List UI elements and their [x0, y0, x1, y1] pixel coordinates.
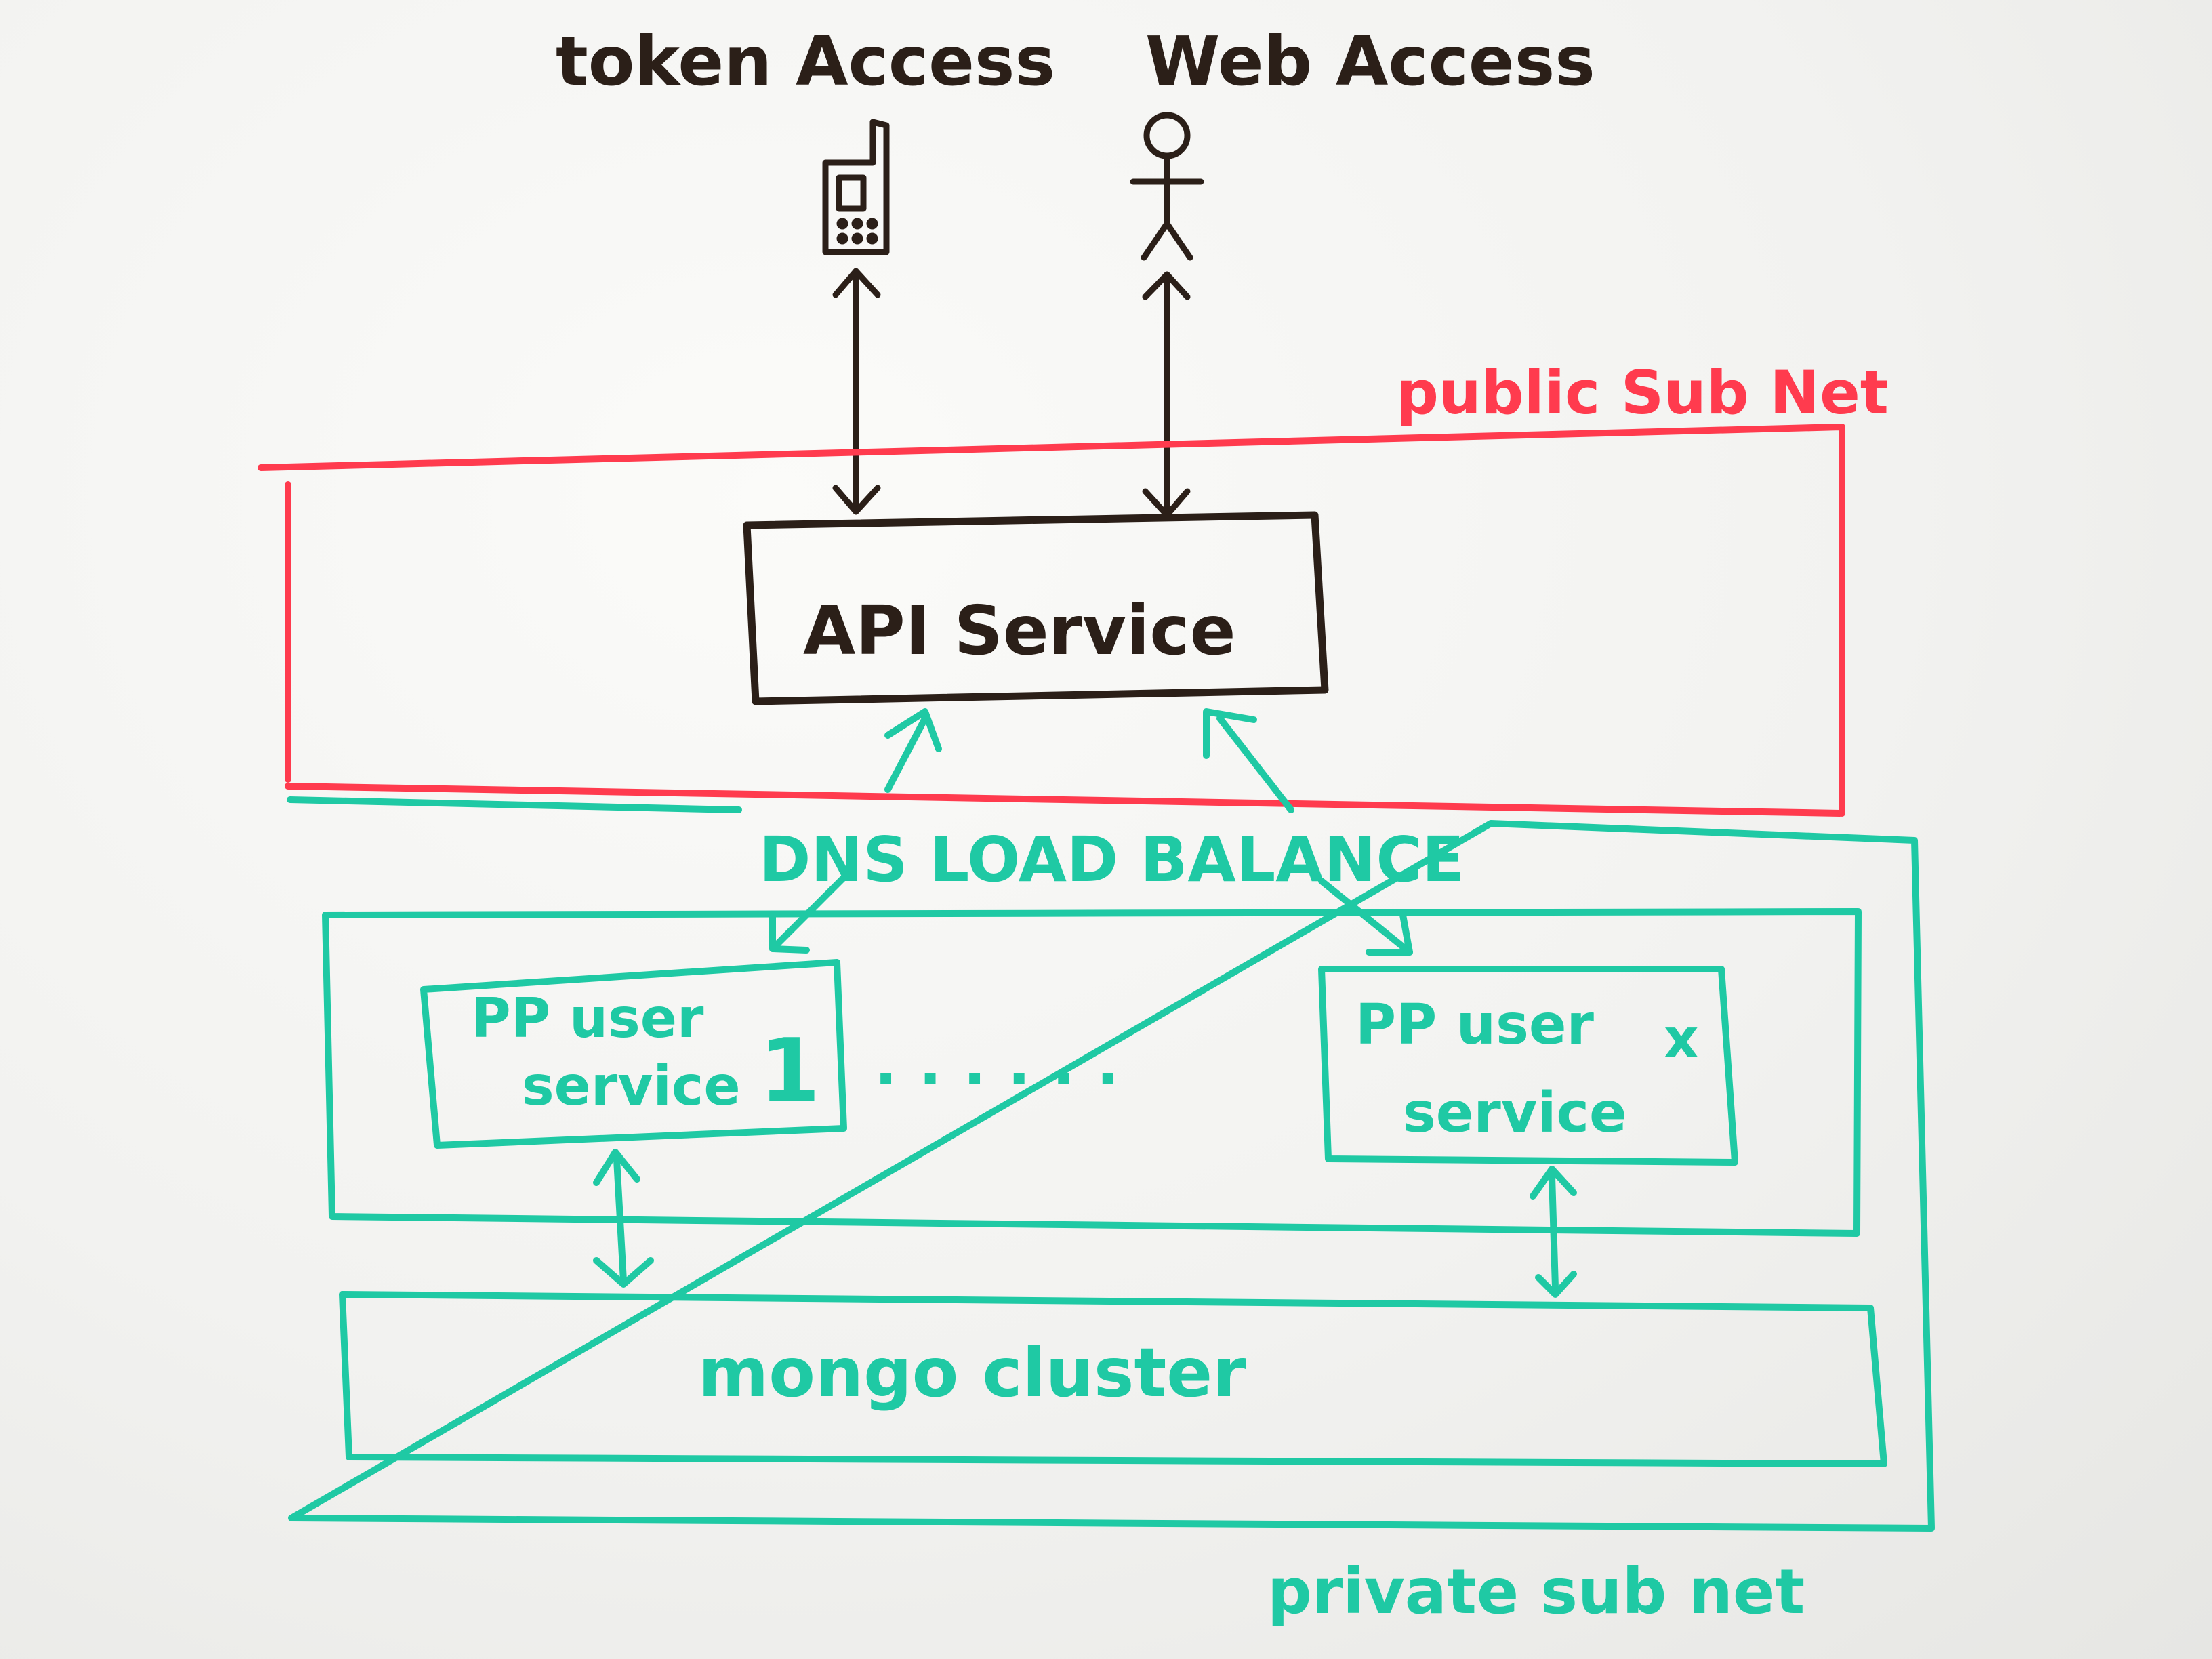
- public-subnet-boundary: [258, 424, 1845, 817]
- mobile-phone-icon: [822, 119, 890, 255]
- web-access-label: Web Access: [1145, 22, 1595, 101]
- phone-api-arrow: [832, 268, 881, 515]
- private-subnet-label: private sub net: [1267, 1555, 1805, 1628]
- token-access-label: token Access: [556, 22, 1055, 101]
- pp-user-service-1-line2: service: [522, 1054, 741, 1118]
- person-icon: [1130, 112, 1204, 261]
- private-subnet-boundary: [287, 796, 1935, 1532]
- mongo-cluster-box: [339, 1291, 1887, 1467]
- pp-user-service-x-box: [1318, 966, 1738, 1166]
- ellipsis-dots: . . . . . .: [874, 1028, 1120, 1099]
- servicex-mongo-arrow: [1530, 1166, 1577, 1298]
- pp-user-service-x-line2: service: [1403, 1081, 1627, 1145]
- pp-user-service-1-line1: PP user: [471, 987, 704, 1050]
- dns-api-arrow-right: [1203, 708, 1294, 813]
- pp-user-service-1-box: [420, 959, 847, 1149]
- service1-mongo-arrow: [593, 1149, 654, 1288]
- pp-user-service-1-number: 1: [759, 1019, 820, 1122]
- dns-servicex-arrow: [1318, 878, 1413, 956]
- dns-load-balance-label: DNS LOAD BALANCE: [759, 823, 1465, 896]
- mongo-cluster-label: mongo cluster: [698, 1333, 1246, 1412]
- web-api-arrow: [1142, 271, 1191, 518]
- dns-service1-arrow: [769, 871, 851, 954]
- pp-user-service-x-number: x: [1664, 1007, 1699, 1070]
- service-group-box: [322, 908, 1862, 1237]
- api-service-label: API Service: [803, 591, 1235, 670]
- public-subnet-label: public Sub Net: [1396, 358, 1889, 428]
- dns-api-arrow-left: [884, 708, 942, 793]
- pp-user-service-x-line1: PP user: [1355, 993, 1595, 1057]
- api-service-box: [743, 511, 1329, 705]
